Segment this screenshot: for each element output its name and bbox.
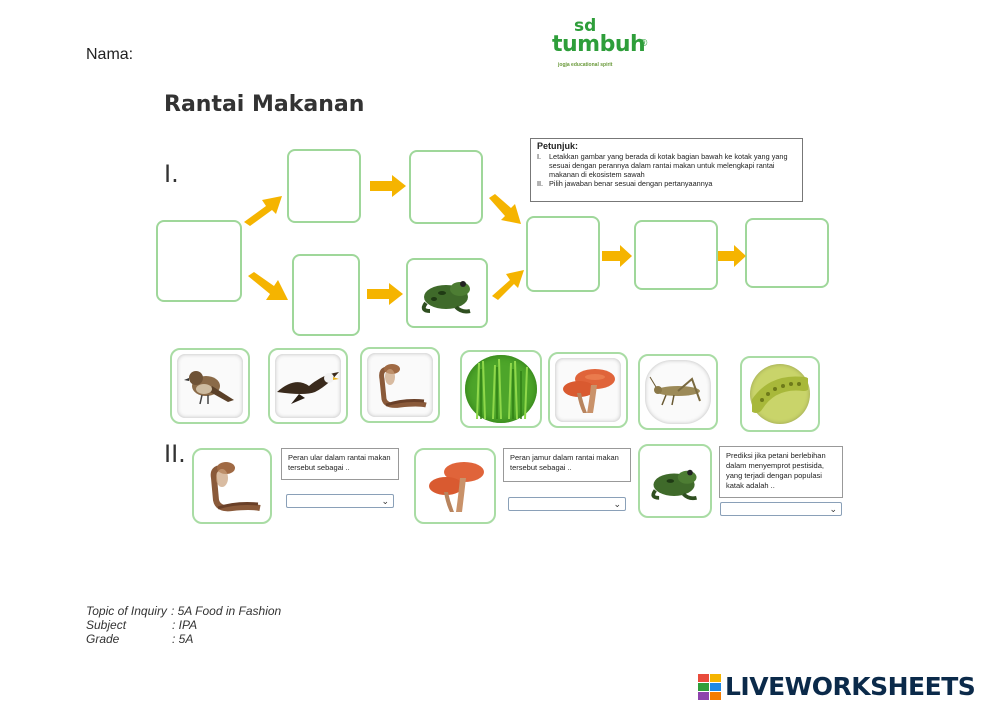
answer-select-1[interactable]: ⌄ [286,494,394,508]
question-text: Peran ular dalam rantai makan tersebut s… [288,453,391,472]
page-title: Rantai Makanan [164,92,365,117]
section2-numeral: II. [164,440,186,468]
instruction-item: I. Letakkan gambar yang berada di kotak … [537,152,788,179]
question-image-frog [638,444,712,518]
caterpillar-icon [751,376,808,413]
drop-box-upper-1[interactable] [287,149,361,223]
drop-box-right-1[interactable] [634,220,718,290]
arrow-icon [248,272,288,300]
draggable-caterpillar[interactable] [740,356,820,432]
drop-box-upper-2[interactable] [409,150,483,224]
logo-tagline: jogja educational spirit [558,62,613,68]
mushroom-icon [429,462,484,512]
draggable-rice-plant[interactable] [460,350,542,428]
footer-info: Topic of Inquiry: 5A Food in Fashion Sub… [86,604,282,646]
chevron-down-icon: ⌄ [381,496,389,506]
question-box-2: Peran jamur dalam rantai makan tersebut … [503,448,631,482]
question-image-snake [192,448,272,524]
frog-icon [651,469,697,501]
frog-icon [421,281,471,314]
logo: sd tumbuh ® jogja educational spirit [552,16,662,72]
snake-icon [379,363,427,408]
rice-plant-icon [476,358,528,419]
question-text: Peran jamur dalam rantai makan tersebut … [510,453,619,472]
question-box-1: Peran ular dalam rantai makan tersebut s… [281,448,399,480]
logo-sd: sd [574,16,597,36]
arrow-icon [718,245,746,267]
draggable-grasshopper[interactable] [638,354,718,430]
logo-reg: ® [640,38,648,49]
question-image-mushroom [414,448,496,524]
chevron-down-icon: ⌄ [613,499,621,509]
sparrow-icon [184,370,234,405]
draggable-sparrow[interactable] [170,348,250,424]
arrow-icon [602,245,632,267]
instructions-heading: Petunjuk: [537,141,579,151]
arrow-icon [244,196,282,226]
chevron-down-icon: ⌄ [829,504,837,514]
snake-icon [210,462,261,512]
drop-box-mid[interactable] [526,216,600,292]
instructions-box: Petunjuk: I. Letakkan gambar yang berada… [530,138,803,202]
draggable-mushroom[interactable] [548,352,628,428]
section1-numeral: I. [164,160,179,188]
name-label: Nama: [86,46,134,63]
grasshopper-icon [649,376,701,406]
question-text: Prediksi jika petani berlebihan dalam me… [726,451,826,490]
arrow-icon [492,270,524,300]
drop-box-lower-1[interactable] [292,254,360,336]
arrow-icon [370,175,406,197]
eagle-icon [277,371,339,404]
liveworksheets-text: LIVEWORKSHEETS [725,672,976,701]
draggable-eagle[interactable] [268,348,348,424]
arrow-icon [367,283,403,305]
draggable-snake[interactable] [360,347,440,423]
drop-box-right-2[interactable] [745,218,829,288]
question-box-3: Prediksi jika petani berlebihan dalam me… [719,446,843,498]
answer-select-3[interactable]: ⌄ [720,502,842,516]
logo-main: tumbuh [552,32,646,57]
arrow-icon [489,194,521,224]
drop-box-producer[interactable] [156,220,242,302]
drop-box-frog [406,258,488,328]
mushroom-icon [563,368,615,413]
instruction-item: II. Pilih jawaban benar sesuai dengan pe… [537,179,713,188]
liveworksheets-logo: LIVEWORKSHEETS [698,672,976,701]
answer-select-2[interactable]: ⌄ [508,497,626,511]
liveworksheets-logo-icon [698,673,721,700]
